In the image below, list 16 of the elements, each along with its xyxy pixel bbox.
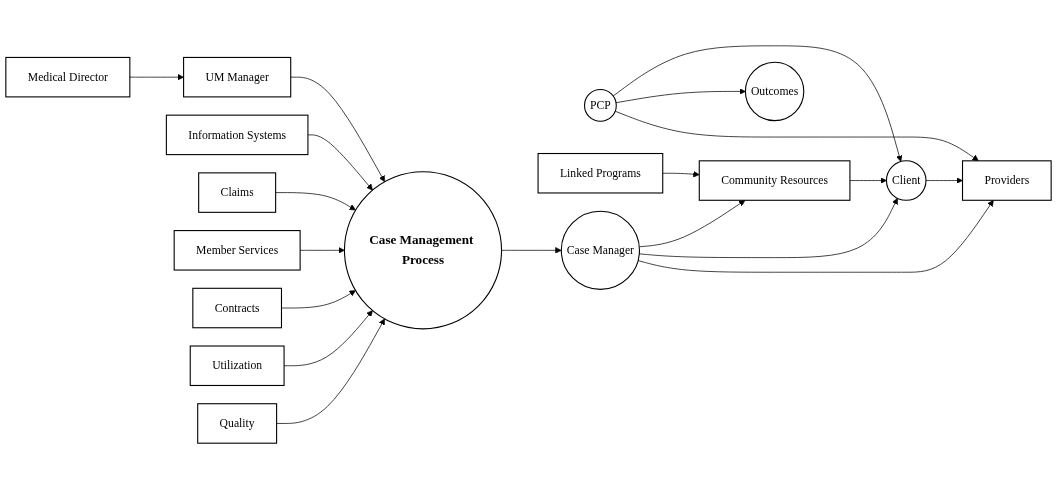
- node-circle: Case Manager: [560, 210, 641, 290]
- node-circle: Outcomes: [744, 61, 805, 122]
- node-box: Utilization: [189, 345, 285, 387]
- node-circle: PCP: [584, 89, 617, 122]
- node-circle: Client: [885, 160, 927, 201]
- node-box: Contracts: [192, 287, 283, 329]
- node-box: Medical Director: [5, 56, 131, 98]
- node-box: Providers: [961, 160, 1052, 201]
- node-box: Member Services: [173, 230, 301, 271]
- node-box: Claims: [198, 172, 277, 213]
- node-box: Information Systems: [165, 114, 309, 156]
- node-box: Community Resources: [698, 160, 851, 201]
- node-circle: Case Management Process: [343, 171, 503, 330]
- node-box: Linked Programs: [537, 152, 664, 194]
- node-box: UM Manager: [183, 56, 292, 98]
- node-box: Quality: [197, 403, 278, 444]
